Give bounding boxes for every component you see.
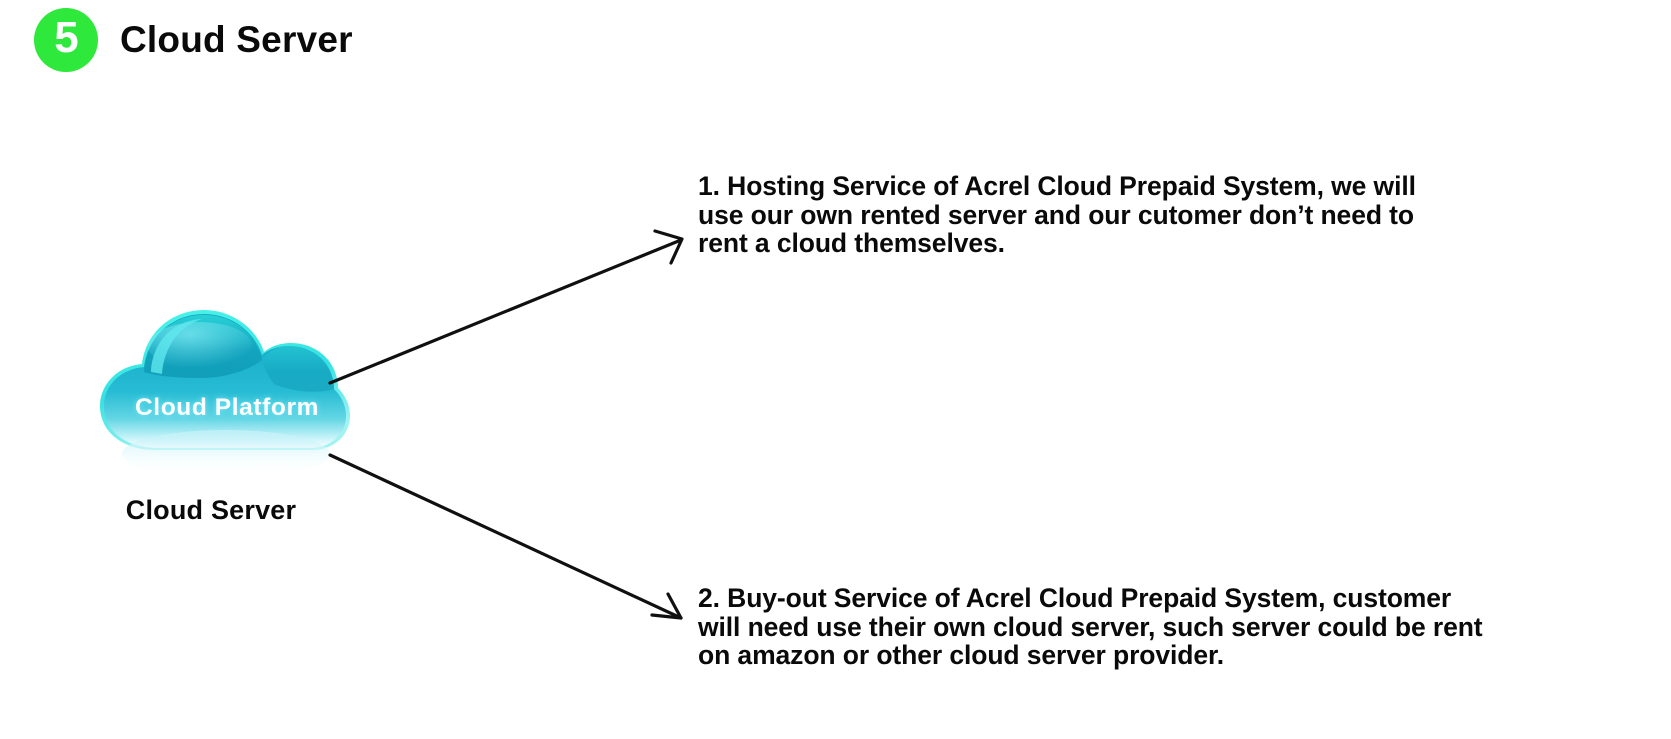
page-title: Cloud Server xyxy=(120,19,353,60)
cloud-inner-highlight xyxy=(151,319,202,374)
description-item-1: 1. Hosting Service of Acrel Cloud Prepai… xyxy=(698,172,1416,258)
description-item-2-line-1: 2. Buy-out Service of Acrel Cloud Prepai… xyxy=(698,583,1452,613)
description-item-1-line-3: rent a cloud themselves. xyxy=(698,228,1005,258)
cloud-lobe-right xyxy=(262,346,334,392)
section-number-label: 5 xyxy=(54,13,79,62)
cloud-base-reflection xyxy=(122,430,330,478)
description-item-2-line-2: will need use their own cloud server, su… xyxy=(698,611,1483,642)
section-number-badge: 5 xyxy=(34,8,98,72)
description-item-1-line-1: 1. Hosting Service of Acrel Cloud Prepai… xyxy=(698,171,1416,201)
description-item-2: 2. Buy-out Service of Acrel Cloud Prepai… xyxy=(698,584,1483,670)
cloud-icon xyxy=(100,310,350,478)
arrow-to-item-1 xyxy=(328,229,684,385)
cloud-platform-node: Cloud Platform xyxy=(96,302,358,482)
description-item-2-line-3: on amazon or other cloud server provider… xyxy=(698,640,1225,670)
cloud-server-caption: Cloud Server xyxy=(125,495,297,525)
section-header: 5 Cloud Server xyxy=(34,8,353,72)
description-item-1-line-2: use our own rented server and our cutome… xyxy=(698,199,1414,230)
arrow-to-item-2 xyxy=(328,453,683,620)
